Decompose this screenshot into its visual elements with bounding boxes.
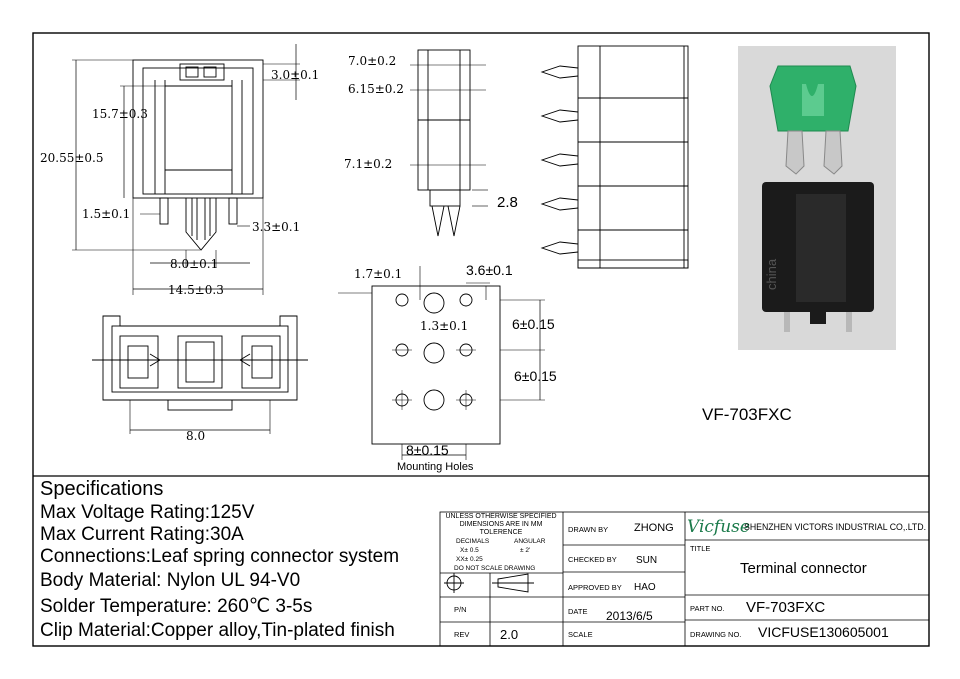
bottom-view bbox=[92, 315, 308, 434]
dim-1-5: 1.5±0.1 bbox=[82, 207, 130, 221]
part-no-label: PART NO. bbox=[690, 604, 725, 613]
approved-by-value: HAO bbox=[634, 582, 656, 593]
tolerance-line-2: DIMENSIONS ARE IN MM bbox=[460, 521, 543, 528]
x-tolerance: X± 0.5 bbox=[460, 547, 479, 554]
product-photo-illustration: china bbox=[762, 65, 874, 332]
product-photo: china bbox=[738, 46, 896, 350]
mounting-holes-label: Mounting Holes bbox=[397, 461, 474, 473]
angular-label: ANGULAR bbox=[514, 538, 546, 545]
rev-value: 2.0 bbox=[500, 627, 518, 642]
dim-6-a: 6±0.15 bbox=[512, 316, 555, 332]
part-no-value: VF-703FXC bbox=[746, 599, 825, 616]
drawing-no-value: VICFUSE130605001 bbox=[758, 624, 889, 640]
xx-tolerance: XX± 0.25 bbox=[456, 556, 483, 563]
dim-15-7: 15.7±0.3 bbox=[92, 107, 148, 121]
side-view bbox=[410, 49, 488, 237]
dim-3-3: 3.3±0.1 bbox=[252, 220, 300, 234]
drawn-by-value: ZHONG bbox=[634, 522, 674, 534]
checked-by-value: SUN bbox=[636, 555, 657, 566]
dim-7-1: 7.1±0.2 bbox=[344, 157, 392, 171]
spec-connections: Connections:Leaf spring connector system bbox=[40, 546, 400, 567]
no-scale-note: DO NOT SCALE DRAWING bbox=[454, 565, 535, 572]
company-name: SHENZHEN VICTORS INDUSTRIAL CO,.LTD. bbox=[744, 522, 926, 532]
dim-20-55: 20.55±0.5 bbox=[40, 151, 104, 165]
connector-marking: china bbox=[764, 258, 779, 290]
spec-solder-temp: Solder Temperature: 260℃ 3-5s bbox=[40, 596, 313, 617]
dim-2-8: 2.8 bbox=[497, 194, 518, 211]
scale-label: SCALE bbox=[568, 630, 593, 639]
dim-1-3: 1.3±0.1 bbox=[420, 319, 468, 333]
dim-8-holes: 8±0.15 bbox=[406, 442, 449, 458]
spec-body-material: Body Material: Nylon UL 94-V0 bbox=[40, 570, 301, 591]
decimals-label: DECIMALS bbox=[456, 538, 490, 545]
drawing-no-label: DRAWING NO. bbox=[690, 630, 741, 639]
checked-by-label: CHECKED BY bbox=[568, 555, 617, 564]
brand-logo: Vicfuse bbox=[687, 517, 750, 537]
dim-8-0-bottom: 8.0 bbox=[186, 429, 205, 443]
spec-clip-material: Clip Material:Copper alloy,Tin-plated fi… bbox=[40, 620, 395, 641]
model-label: VF-703FXC bbox=[702, 405, 792, 424]
tolerance-line-1: UNLESS OTHERWISE SPECIFIED bbox=[445, 513, 556, 520]
drawn-by-label: DRAWN BY bbox=[568, 525, 608, 534]
dim-3-0: 3.0±0.1 bbox=[271, 68, 319, 82]
dim-8-0-top: 8.0±0.1 bbox=[170, 257, 218, 271]
tolerance-line-3: TOLERENCE bbox=[480, 529, 523, 536]
dim-7-0: 7.0±0.2 bbox=[348, 54, 396, 68]
dim-14-5: 14.5±0.3 bbox=[168, 283, 224, 297]
title-label: TITLE bbox=[690, 544, 710, 553]
title-block-grid bbox=[439, 511, 930, 647]
dim-6-15: 6.15±0.2 bbox=[348, 82, 404, 96]
mounting-holes-view bbox=[338, 266, 545, 593]
date-label: DATE bbox=[568, 607, 587, 616]
date-value: 2013/6/5 bbox=[606, 609, 653, 623]
specifications-heading: Specifications bbox=[40, 478, 164, 500]
pn-label: P/N bbox=[454, 605, 467, 614]
dim-1-7: 1.7±0.1 bbox=[354, 267, 402, 281]
angular-tolerance: ± 2' bbox=[520, 547, 530, 554]
dim-6-b: 6±0.15 bbox=[514, 368, 557, 384]
front-view bbox=[72, 44, 300, 295]
stacked-connectors-view bbox=[540, 45, 689, 269]
spec-voltage: Max Voltage Rating:125V bbox=[40, 502, 255, 523]
rev-label: REV bbox=[454, 630, 469, 639]
title-value: Terminal connector bbox=[740, 560, 867, 577]
dim-3-6: 3.6±0.1 bbox=[466, 262, 513, 278]
spec-current: Max Current Rating:30A bbox=[40, 524, 244, 545]
approved-by-label: APPROVED BY bbox=[568, 583, 622, 592]
